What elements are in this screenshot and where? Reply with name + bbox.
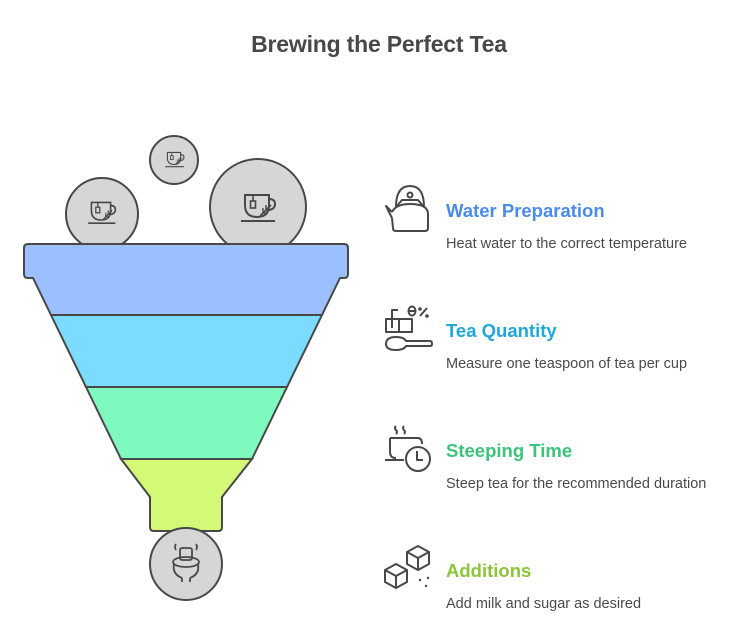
- sugar-cubes-icon: [384, 545, 430, 589]
- cup-timer-icon: [385, 425, 431, 472]
- teapot-steam-icon: [172, 543, 200, 582]
- step-heading: Water Preparation: [446, 200, 605, 221]
- step-additions: Additions Add milk and sugar as desired: [382, 544, 745, 634]
- funnel-bands: [23, 243, 349, 532]
- kettle-icon: [385, 185, 429, 232]
- funnel-band-3: [84, 386, 289, 460]
- measuring-spoon-icon: [385, 305, 433, 351]
- output-circle: [149, 527, 223, 601]
- step-description: Add milk and sugar as desired: [446, 596, 642, 612]
- funnel-diagram: [23, 135, 349, 601]
- input-circle-small: [149, 135, 199, 185]
- step-description: Heat water to the correct temperature: [446, 236, 687, 252]
- step-heading: Steeping Time: [446, 440, 573, 461]
- step-steeping-time: Steeping Time Steep tea for the recommen…: [382, 424, 745, 514]
- step-description: Steep tea for the recommended duration: [446, 476, 707, 492]
- step-water-preparation: Water Preparation Heat water to the corr…: [382, 184, 745, 274]
- funnel-band-2: [49, 314, 324, 388]
- step-heading: Tea Quantity: [446, 320, 557, 341]
- diagram-title: Brewing the Perfect Tea: [251, 31, 507, 57]
- input-circle-right: [209, 158, 307, 256]
- step-description: Measure one teaspoon of tea per cup: [446, 356, 688, 372]
- step-tea-quantity: Tea Quantity Measure one teaspoon of tea…: [382, 304, 745, 394]
- funnel-band-1: [23, 243, 349, 316]
- step-heading: Additions: [446, 560, 532, 581]
- input-circle-left: [65, 177, 139, 251]
- funnel-band-4: [118, 458, 255, 532]
